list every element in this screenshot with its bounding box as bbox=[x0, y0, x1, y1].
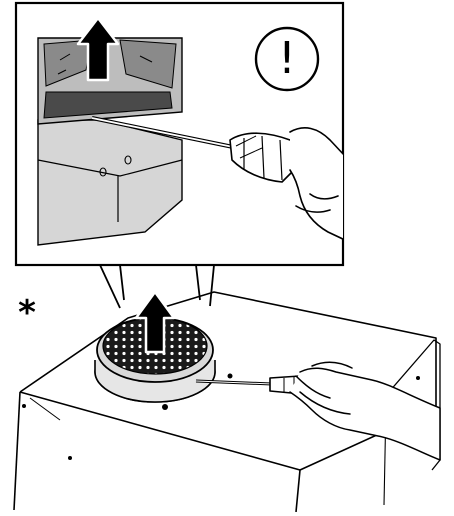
hood-right-front-side bbox=[296, 470, 300, 512]
warning-glyph: ! bbox=[252, 24, 322, 94]
screw-dot bbox=[416, 376, 420, 380]
screw-dot bbox=[162, 404, 168, 410]
screw-dot bbox=[68, 456, 72, 460]
screw-dot bbox=[22, 404, 26, 408]
hood-left-side bbox=[14, 392, 20, 510]
footnote-asterisk: * bbox=[12, 298, 42, 328]
screw-dot bbox=[228, 374, 233, 379]
